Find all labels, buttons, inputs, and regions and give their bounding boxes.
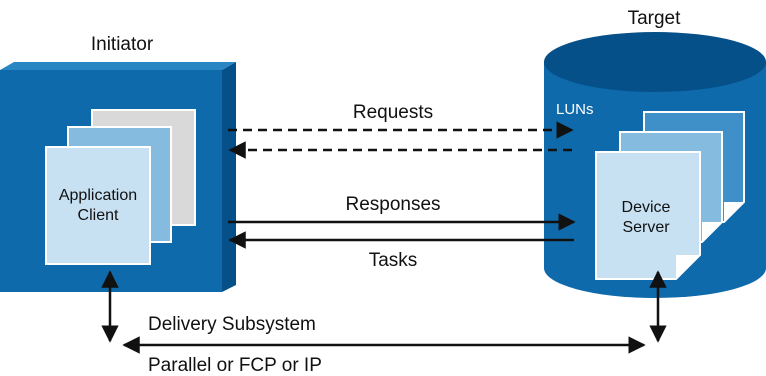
lun-page-mid-fold [702, 222, 722, 242]
responses-label: Responses [345, 194, 440, 215]
delivery-subsystem-label: Delivery Subsystem [148, 314, 316, 335]
device-server-page-fold [676, 255, 700, 279]
application-client-label-line1: Application [59, 187, 137, 204]
transport-label: Parallel or FCP or IP [148, 355, 322, 376]
luns-label: LUNs [556, 101, 594, 118]
requests-label: Requests [353, 102, 433, 123]
lun-page-back-fold [724, 202, 744, 222]
target-label: Target [628, 8, 682, 29]
tasks-label: Tasks [369, 250, 418, 271]
device-server-label-line2: Server [622, 219, 670, 236]
target-cylinder-top [544, 32, 766, 92]
application-client-page [45, 146, 151, 265]
application-client-stack: Application Client [45, 109, 196, 265]
device-server-label-line1: Device [622, 199, 671, 216]
initiator-box-side [222, 62, 236, 292]
initiator-box-top [0, 62, 236, 70]
application-client-label-line2: Client [78, 207, 119, 224]
initiator-label: Initiator [91, 34, 154, 55]
device-server-stack: Device Server [595, 111, 745, 280]
